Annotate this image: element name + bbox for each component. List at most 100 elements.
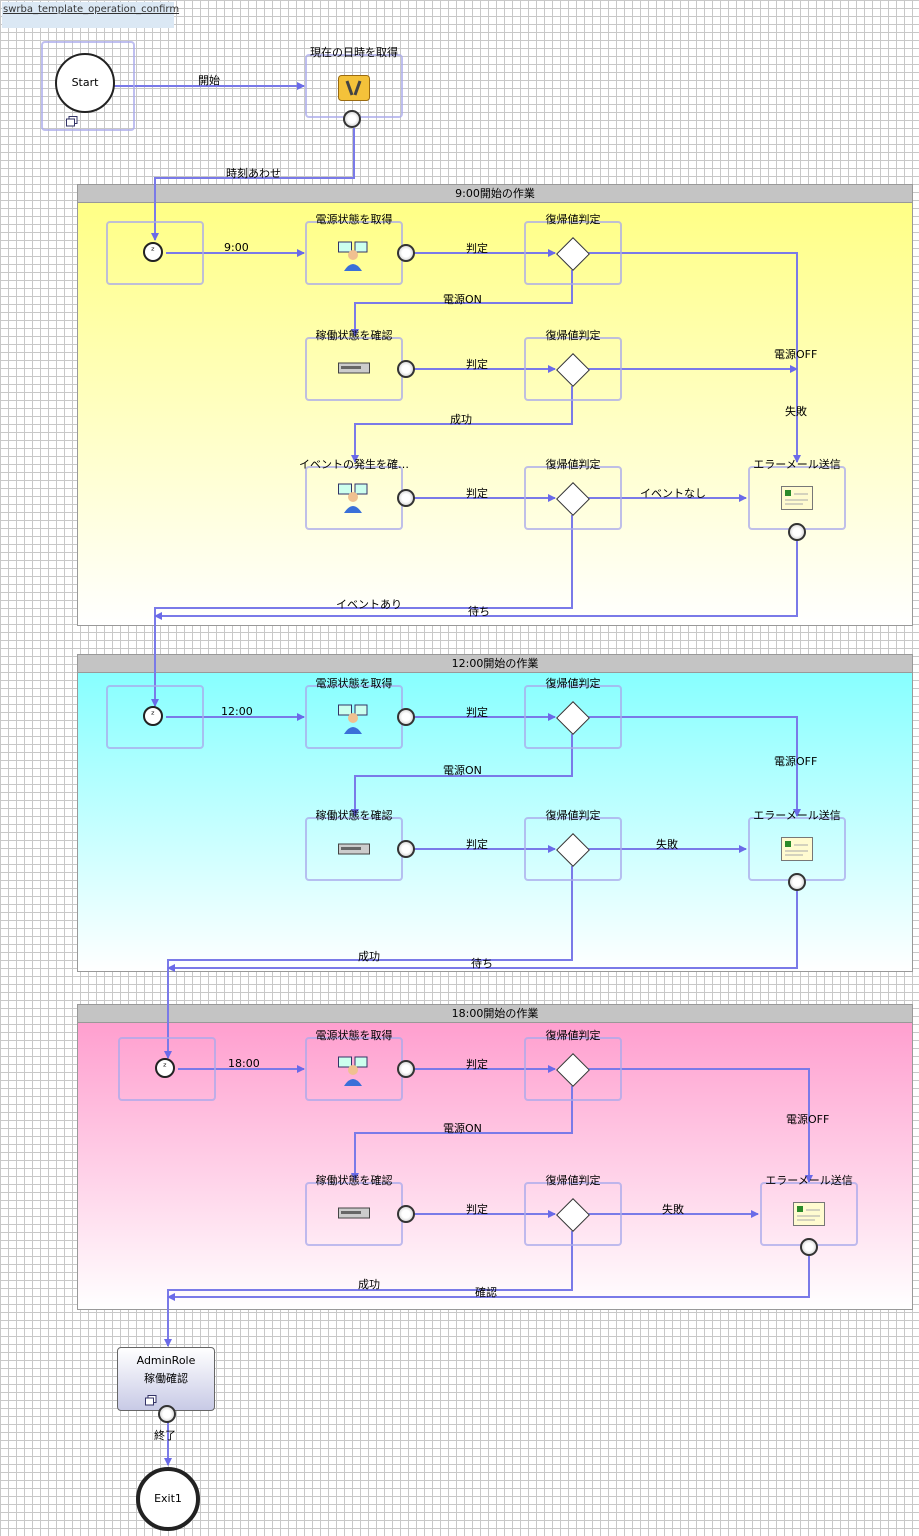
lane-title: 12:00開始の作業 (78, 655, 912, 673)
edge-label-timer: 12:00 (221, 705, 253, 718)
output-port[interactable] (788, 523, 806, 541)
exit-node[interactable]: Exit1 (136, 1467, 200, 1531)
lane-0900: 9:00開始の作業 (77, 184, 913, 626)
edge-label: 確認 (475, 1286, 497, 1299)
edge-label-timer: 9:00 (224, 241, 249, 254)
node-title: 復帰値判定 (545, 1029, 601, 1042)
edge-label: 成功 (358, 950, 380, 963)
mail-icon (781, 837, 813, 861)
lane-title: 18:00開始の作業 (78, 1005, 912, 1023)
judge-node[interactable]: 復帰値判定 (524, 1029, 622, 1101)
output-port[interactable] (397, 489, 415, 507)
node-title: 現在の日時を取得 (310, 46, 398, 59)
edge-label: 電源ON (443, 764, 482, 777)
output-port[interactable] (343, 110, 361, 128)
lane-1200: 12:00開始の作業 (77, 654, 913, 972)
node-title: 復帰値判定 (545, 1174, 601, 1187)
operator-icon (338, 704, 368, 734)
output-port[interactable] (397, 708, 415, 726)
node-title: 電源状態を取得 (315, 677, 393, 690)
lane-1800: 18:00開始の作業 (77, 1004, 913, 1310)
operator-icon (338, 241, 368, 271)
judge-node[interactable]: 復帰値判定 (524, 677, 622, 749)
node-title: 復帰値判定 (545, 458, 601, 471)
timer-node[interactable] (106, 221, 204, 285)
node-title: 稼働状態を確認 (315, 809, 393, 822)
edge-label: 失敗 (785, 405, 807, 418)
edge-label-end: 終了 (154, 1429, 176, 1442)
edge-label: 失敗 (662, 1203, 684, 1216)
edge-label: 待ち (468, 605, 490, 618)
edge-label-start: 開始 (198, 74, 220, 87)
edge-label: 判定 (466, 838, 488, 851)
node-title: 復帰値判定 (545, 213, 601, 226)
tab-title[interactable]: swrba_template_operation_confirm (2, 2, 179, 28)
edge-label: 失敗 (656, 838, 678, 851)
edge-label: イベントなし (640, 487, 706, 500)
node-title: イベントの発生を確… (299, 458, 409, 471)
admin-role-node[interactable]: AdminRole 稼働確認 (117, 1347, 215, 1411)
subflow-icon (145, 1395, 157, 1406)
mail-icon (781, 486, 813, 510)
node-title: 復帰値判定 (545, 809, 601, 822)
edge-label-timesync: 時刻あわせ (226, 167, 281, 180)
judge-node[interactable]: 復帰値判定 (524, 809, 622, 881)
output-port[interactable] (397, 1060, 415, 1078)
output-port[interactable] (397, 840, 415, 858)
output-port[interactable] (158, 1405, 176, 1423)
start-node[interactable]: Start (55, 53, 115, 113)
output-port[interactable] (788, 873, 806, 891)
edge-label: 判定 (466, 358, 488, 371)
judge-node[interactable]: 復帰値判定 (524, 458, 622, 530)
edge-label: 電源OFF (774, 348, 818, 361)
lane-title: 9:00開始の作業 (78, 185, 912, 203)
edge-label: 判定 (466, 1058, 488, 1071)
edge-label: 電源OFF (774, 755, 818, 768)
node-title: 復帰値判定 (545, 329, 601, 342)
output-port[interactable] (800, 1238, 818, 1256)
judge-node[interactable]: 復帰値判定 (524, 1174, 622, 1246)
edge-label: 成功 (450, 413, 472, 426)
timer-node[interactable] (118, 1037, 216, 1101)
node-title: 稼働状態を確認 (315, 329, 393, 342)
output-port[interactable] (397, 244, 415, 262)
judge-node[interactable]: 復帰値判定 (524, 213, 622, 285)
edge-label: 判定 (466, 242, 488, 255)
server-icon (338, 843, 370, 855)
tool-icon (338, 75, 370, 101)
edge-label: 電源ON (443, 293, 482, 306)
node-title: 電源状態を取得 (315, 1029, 393, 1042)
edge-label: 判定 (466, 487, 488, 500)
node-title: 復帰値判定 (545, 677, 601, 690)
role-task: 稼働確認 (144, 1372, 188, 1385)
server-icon (338, 1207, 370, 1219)
subflow-icon (66, 116, 78, 127)
edge-label: 待ち (471, 957, 493, 970)
clock-icon: ᶻ (155, 1058, 175, 1078)
edge-label: 判定 (466, 1203, 488, 1216)
edge-label: イベントあり (336, 598, 402, 611)
node-title: 電源状態を取得 (315, 213, 393, 226)
edge-label: 電源ON (443, 1122, 482, 1135)
server-icon (338, 362, 370, 374)
node-title: 稼働状態を確認 (315, 1174, 393, 1187)
edge-label: 判定 (466, 706, 488, 719)
edge-label: 電源OFF (786, 1113, 830, 1126)
judge-node[interactable]: 復帰値判定 (524, 329, 622, 401)
timer-node[interactable] (106, 685, 204, 749)
node-title: エラーメール送信 (753, 458, 841, 471)
edge-label-timer: 18:00 (228, 1057, 260, 1070)
output-port[interactable] (397, 360, 415, 378)
operator-icon (338, 1056, 368, 1086)
role-name: AdminRole (136, 1354, 196, 1367)
clock-icon: ᶻ (143, 706, 163, 726)
node-title: エラーメール送信 (765, 1174, 853, 1187)
mail-icon (793, 1202, 825, 1226)
start-node-frame[interactable] (41, 41, 135, 131)
operator-icon (338, 483, 368, 513)
node-title: エラーメール送信 (753, 809, 841, 822)
edge-label: 成功 (358, 1278, 380, 1291)
clock-icon: ᶻ (143, 242, 163, 262)
output-port[interactable] (397, 1205, 415, 1223)
